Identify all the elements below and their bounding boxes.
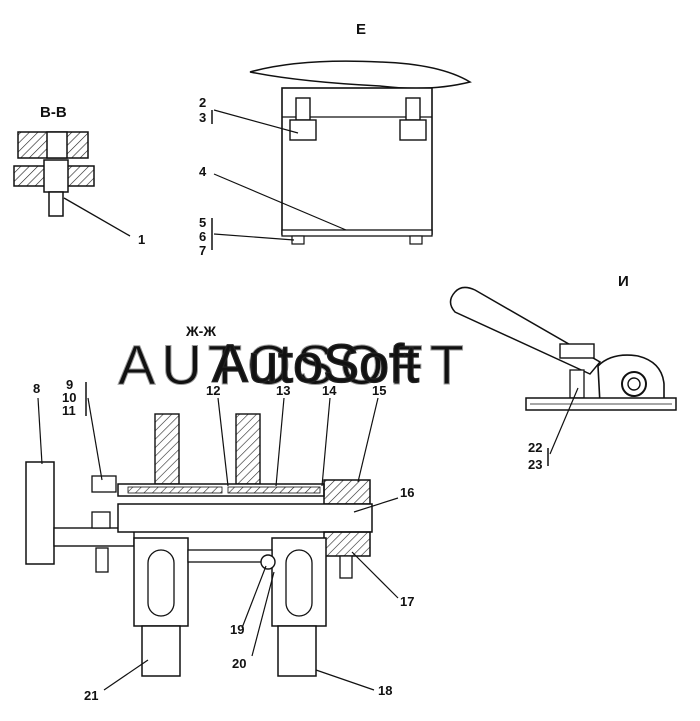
pivot-hole-inner <box>627 377 641 391</box>
view-e: Е <box>211 21 472 250</box>
section-zz-view: Ж-Ж <box>25 323 399 691</box>
leader-20 <box>251 571 275 657</box>
rod-right <box>235 413 261 485</box>
leader-1 <box>63 197 131 237</box>
leader-19 <box>241 565 267 629</box>
nut <box>43 159 69 193</box>
callout-19: 19 <box>230 622 244 637</box>
leader-5-7 <box>213 233 295 241</box>
callout-6: 6 <box>199 229 206 244</box>
block-15 <box>323 479 371 505</box>
callout-8: 8 <box>33 381 40 396</box>
leader-22-23 <box>549 387 579 455</box>
leader-16 <box>353 497 399 513</box>
cross-pin <box>187 549 273 563</box>
bolt-17 <box>339 555 353 579</box>
view-e-label: Е <box>356 21 366 38</box>
stop-bolt <box>569 369 585 399</box>
bolt-shank <box>48 191 64 217</box>
callout-20: 20 <box>232 656 246 671</box>
bottom-strip <box>281 229 433 237</box>
callout-5: 5 <box>199 215 206 230</box>
callout-9: 9 <box>66 377 73 392</box>
callout-2: 2 <box>199 95 206 110</box>
watermark-logo: AutoSoft <box>212 334 419 394</box>
watermark-ghost: AUTOSOFT <box>118 333 470 396</box>
leader-2-3 <box>213 109 299 134</box>
section-bb-view: В-В <box>13 104 131 237</box>
leader-13 <box>275 397 285 487</box>
leader-14 <box>321 397 331 487</box>
rod-18 <box>277 625 317 677</box>
rod-21 <box>141 625 181 677</box>
leader-12 <box>217 397 229 487</box>
watermark: AUTOSOFT AutoSoft <box>118 333 470 397</box>
callout-10: 10 <box>62 390 76 405</box>
callout-15: 15 <box>372 383 386 398</box>
leader-9-11 <box>87 397 103 481</box>
callout-3: 3 <box>199 110 206 125</box>
callout-13: 13 <box>276 383 290 398</box>
lever-handle <box>449 286 602 375</box>
callout-12: 12 <box>206 383 220 398</box>
bolt-9 <box>91 475 117 493</box>
callout-23: 23 <box>528 457 542 472</box>
lever-head <box>559 343 595 359</box>
bolt-left <box>295 97 311 121</box>
shaft-16 <box>117 503 373 533</box>
leader-17 <box>351 551 399 599</box>
callout-16: 16 <box>400 485 414 500</box>
foot-right <box>409 235 423 245</box>
side-bracket <box>25 461 55 565</box>
leader-15 <box>357 397 379 483</box>
callout-4: 4 <box>199 164 207 179</box>
section-zz-label: Ж-Ж <box>185 323 216 339</box>
callout-1: 1 <box>138 232 145 247</box>
callout-11: 11 <box>62 403 76 418</box>
block-17 <box>323 531 371 557</box>
fork-right-slot <box>285 549 313 617</box>
bolt-shank-10 <box>95 547 109 573</box>
liner-right <box>227 486 321 494</box>
nut-10 <box>91 511 111 529</box>
callout-17: 17 <box>400 594 414 609</box>
nut-left <box>289 119 317 141</box>
bolt-head <box>46 131 68 159</box>
section-bb-label: В-В <box>40 104 67 121</box>
cover-plate <box>249 60 472 89</box>
nut-right <box>399 119 427 141</box>
view-i-label: И <box>618 273 629 290</box>
callout-21: 21 <box>84 688 98 703</box>
leader-4 <box>213 173 347 231</box>
pin-head-19 <box>260 554 276 570</box>
liner-left <box>127 486 223 494</box>
rod-left <box>154 413 180 485</box>
leader-18 <box>315 669 375 691</box>
callout-7: 7 <box>199 243 206 258</box>
callout-14: 14 <box>322 383 337 398</box>
fork-left-slot <box>147 549 175 617</box>
callout-22: 22 <box>528 440 542 455</box>
view-i: И <box>449 273 677 466</box>
bolt-right <box>405 97 421 121</box>
leader-8 <box>37 397 43 465</box>
callout-labels: 1 2 3 4 5 6 7 8 9 10 11 12 13 14 15 16 1… <box>33 95 542 703</box>
callout-18: 18 <box>378 683 392 698</box>
leader-21 <box>103 659 149 691</box>
